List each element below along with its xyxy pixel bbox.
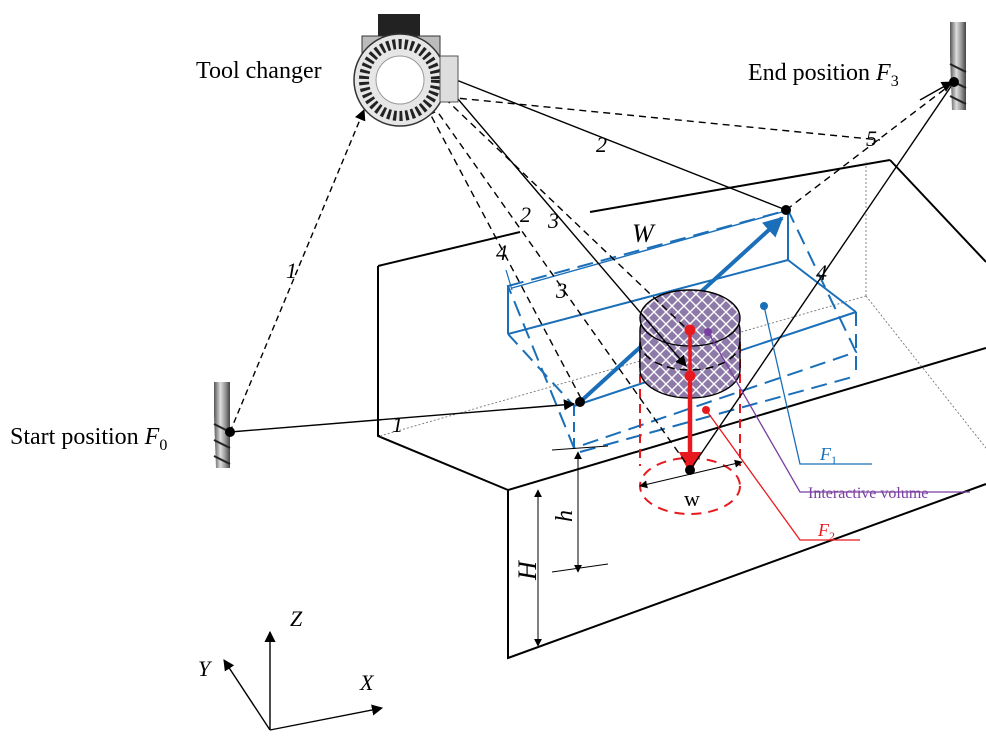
- end-mill-icon: [213, 382, 235, 468]
- path-number-5: 5: [866, 126, 877, 151]
- f2-label: F2: [817, 520, 835, 543]
- height-H-label: H: [513, 560, 542, 581]
- path-number-3-solid: 3: [547, 208, 559, 233]
- tool-changer-icon: [353, 14, 459, 127]
- end-position-label: End position F3: [748, 60, 899, 90]
- workpiece-block: [377, 159, 986, 660]
- path-number-4-solid: 4: [816, 260, 827, 285]
- cylinder-f2: [639, 289, 741, 515]
- axes: [223, 630, 384, 731]
- corner-dot: [781, 205, 791, 215]
- axis-x-label: X: [359, 670, 375, 695]
- depth-h-label: h: [552, 510, 578, 522]
- path-number-4-dashed: 4: [496, 240, 507, 265]
- f1-label: F1: [819, 444, 837, 467]
- tool-paths: [229, 72, 955, 471]
- path-number-2-dashed: 2: [520, 202, 531, 227]
- interactive-volume-label: Interactive volume: [808, 485, 928, 502]
- dimensions: [534, 445, 743, 647]
- axis-z-label: Z: [290, 606, 303, 631]
- path-number-2-solid: 2: [596, 132, 607, 157]
- axis-y-label: Y: [198, 656, 213, 681]
- path-number-1-dashed: 1: [286, 258, 297, 283]
- start-position-label: Start position F0: [10, 424, 167, 454]
- start-pocket-dot: [575, 397, 585, 407]
- leaders: [705, 305, 970, 541]
- width-W-label: W: [632, 219, 656, 248]
- path-number-3-dashed: 3: [555, 278, 567, 303]
- width-w-label: w: [684, 486, 700, 511]
- end-mill-icon: [949, 22, 967, 110]
- tool-changer-label: Tool changer: [196, 58, 322, 84]
- path-number-1-solid: 1: [392, 412, 403, 437]
